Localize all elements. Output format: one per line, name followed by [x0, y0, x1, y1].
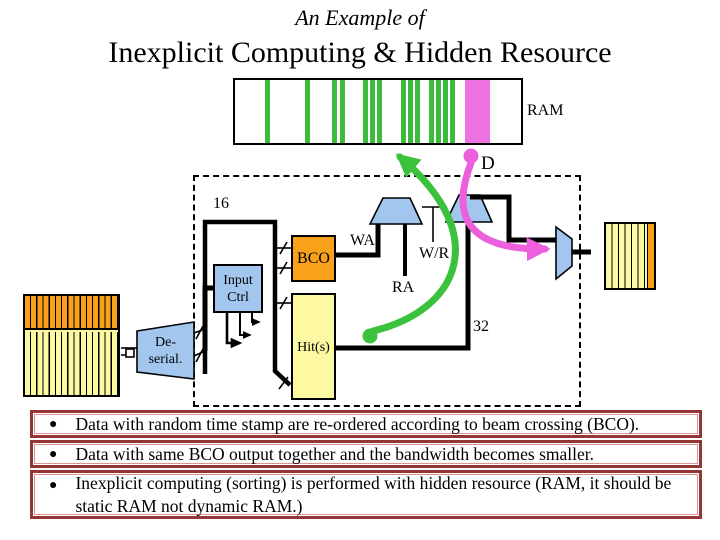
hit-label: Hit(s) — [297, 340, 330, 355]
slide-subtitle: An Example of — [295, 5, 425, 30]
ram-stripe — [332, 80, 337, 143]
wr-label: W/R — [419, 245, 450, 262]
bco-label: BCO — [297, 249, 330, 267]
ram-stripe — [370, 80, 375, 143]
bco-box: BCO — [291, 235, 336, 282]
wa-label: WA — [350, 232, 375, 249]
input-ctrl-label-line2: Ctrl — [227, 289, 249, 305]
magenta-flow-start-dot — [463, 148, 479, 164]
ram-stripe — [436, 80, 441, 143]
deserializer-label-line2: serial. — [148, 352, 183, 367]
ra-label: RA — [392, 279, 415, 296]
ram-stripes — [235, 80, 521, 143]
ram-stripe — [340, 80, 345, 143]
bullet-box-1: ● Data with random time stamp are re-ord… — [30, 410, 702, 438]
ram-stripe — [485, 80, 490, 143]
bus16-width-label: 16 — [213, 195, 229, 212]
hit-box: Hit(s) — [291, 293, 336, 400]
ram-stripe — [377, 80, 382, 143]
ram-box — [233, 78, 523, 145]
bullet-icon: ● — [49, 447, 58, 462]
ram-stripe — [475, 80, 480, 143]
deserializer-label: De- serial. — [137, 327, 194, 375]
ram-stripe — [305, 80, 310, 143]
output-data-block-header-stripe — [647, 224, 654, 288]
output-data-block — [604, 222, 656, 290]
ram-stripe — [415, 80, 420, 143]
ram-stripe — [450, 80, 455, 143]
ram-stripe — [470, 80, 475, 143]
input-data-block — [23, 294, 120, 397]
bullet-text-1: Data with random time stamp are re-order… — [75, 413, 640, 434]
ram-stripe — [465, 80, 470, 143]
bullet-icon: ● — [49, 417, 58, 432]
deserializer-label-line1: De- — [155, 335, 176, 350]
ram-stripe — [429, 80, 434, 143]
data-d-label: D — [481, 153, 495, 174]
ram-label: RAM — [527, 102, 564, 119]
input-ctrl-label-line1: Input — [223, 272, 253, 288]
ram-stripe — [480, 80, 485, 143]
serial-connector-icon — [125, 348, 135, 358]
bullet-text-2: Data with same BCO output together and t… — [75, 443, 595, 464]
bullet-box-2: ● Data with same BCO output together and… — [30, 440, 702, 468]
ram-stripe — [265, 80, 270, 143]
bullet-icon: ● — [49, 478, 58, 493]
input-ctrl-box: Input Ctrl — [213, 264, 263, 313]
ram-stripe — [363, 80, 368, 143]
bus32-width-label: 32 — [473, 318, 489, 335]
ram-stripe — [408, 80, 413, 143]
bullet-text-3: Inexplicit computing (sorting) is perfor… — [75, 472, 672, 516]
ram-stripe — [443, 80, 448, 143]
bullet-box-3: ● Inexplicit computing (sorting) is perf… — [30, 470, 702, 519]
input-data-block-header-stripes — [25, 296, 118, 330]
ram-stripe — [401, 80, 406, 143]
slide-title: Inexplicit Computing & Hidden Resource — [108, 36, 612, 69]
input-data-block-stripes — [25, 332, 118, 395]
